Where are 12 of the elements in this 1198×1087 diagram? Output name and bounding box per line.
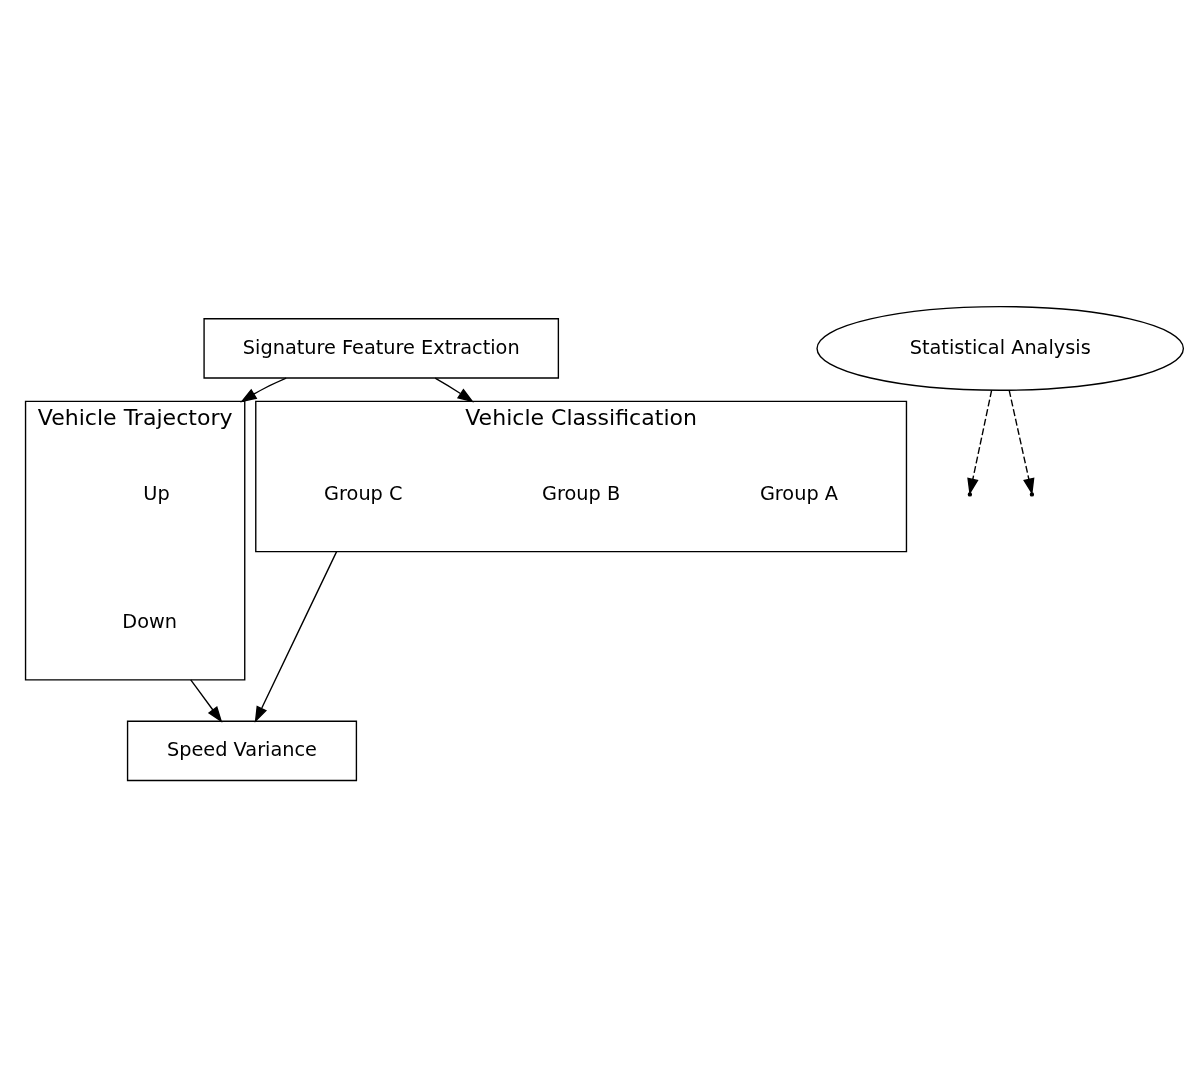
arrow [434,377,474,403]
arrow [254,550,338,723]
node-ellipse: Statistical Analysis [816,305,1185,391]
node-box: Speed Variance [126,720,358,782]
arrow [240,377,287,403]
arrow [190,679,223,723]
label: Group A [759,481,838,505]
node-box: Signature Feature Extraction [203,318,560,379]
label: Up [143,481,170,505]
label: Group C [324,481,403,505]
label: Group B [542,481,621,505]
label: Down [122,609,177,633]
